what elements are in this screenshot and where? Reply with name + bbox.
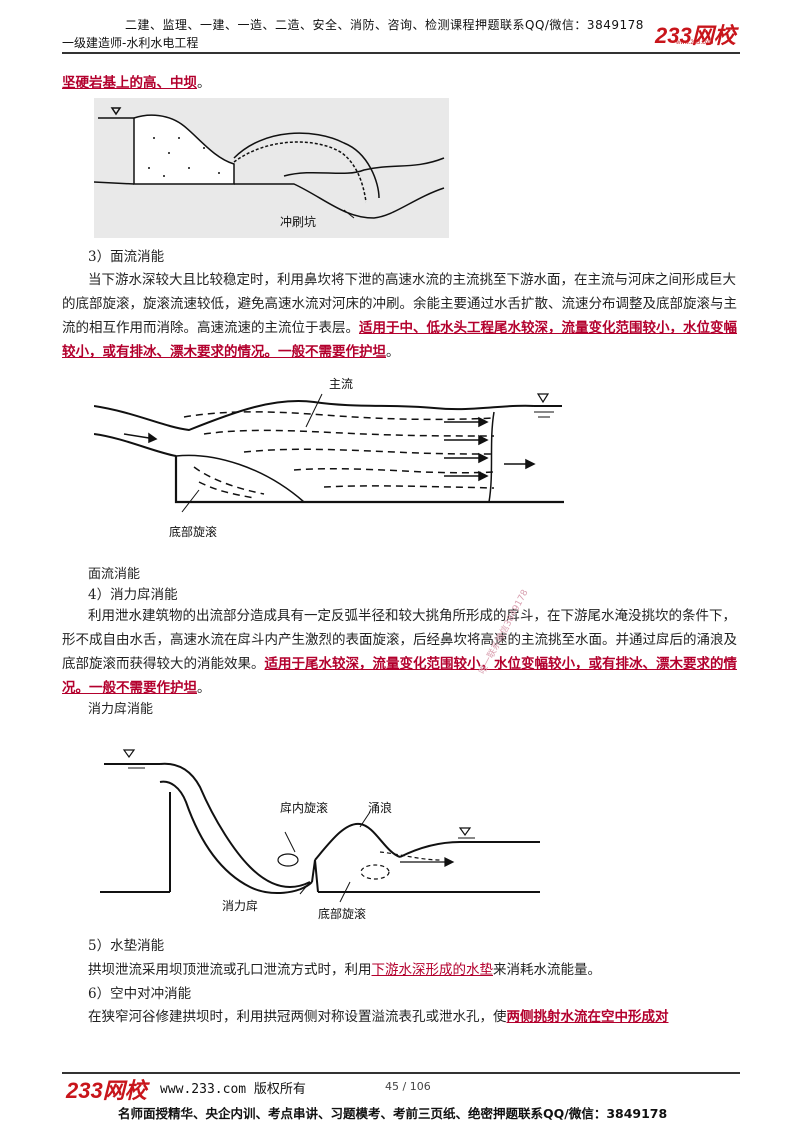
surface-flow-figure: 主流 底部旋滚 xyxy=(94,377,564,539)
header-subject: 一级建造师-水利水电工程 xyxy=(62,36,199,50)
sec6-highlight: 两侧挑射水流在空中形成对 xyxy=(506,1009,669,1025)
scour-label: 冲刷坑 xyxy=(280,214,316,229)
sec4-paragraph: 利用泄水建筑物的出流部分造成具有一定反弧半径和较大挑角所形成的戽斗，在下游尾水淹… xyxy=(62,608,737,696)
main-flow-label: 主流 xyxy=(329,377,353,391)
fig2-caption: 面流消能 xyxy=(88,567,141,582)
brand-logo: 233网校 xyxy=(655,23,736,48)
bottom-roller-label-2: 底部旋滚 xyxy=(318,906,366,921)
header-contact-line: 二建、监理、一建、一造、二造、安全、消防、咨询、检测课程押题联系QQ/微信：38… xyxy=(125,18,644,32)
ski-jump-figure: 冲刷坑 xyxy=(94,98,449,238)
sec6-heading: 6）空中对冲消能 xyxy=(88,986,192,1002)
sec3-highlight: 适用于中、低水头工程尾水较深，流量变化范围较小，水位变幅较小，或有排冰、漂木要求… xyxy=(62,320,737,360)
intro-line: 坚硬岩基上的高、中坝。 xyxy=(62,75,211,91)
sec3-paragraph: 当下游水深较大且比较稳定时，利用鼻坎将下泄的高速水流的主流挑至下游水面，在主流与… xyxy=(62,272,737,360)
brand-logo-url: www.233.com xyxy=(676,40,714,46)
roller-bucket-label: 消力戽 xyxy=(222,898,258,913)
surge-wave-label: 涌浪 xyxy=(368,800,392,815)
sec4-caption: 消力戽消能 xyxy=(88,702,154,717)
sec3-heading: 3）面流消能 xyxy=(88,249,165,265)
sec6-paragraph: 在狭窄河谷修建拱坝时，利用拱冠两侧对称设置溢流表孔或泄水孔，使两侧挑射水流在空中… xyxy=(88,1009,669,1025)
sec4-heading: 4）消力戽消能 xyxy=(88,587,178,603)
sec5-heading: 5）水垫消能 xyxy=(88,938,165,954)
sec5-paragraph: 拱坝泄流采用坝顶泄流或孔口泄流方式时，利用下游水深形成的水垫来消耗水流能量。 xyxy=(88,962,601,978)
footer-contact-line: 名师面授精华、央企内训、考点串讲、习题模考、考前三页纸、绝密押题联系QQ/微信：… xyxy=(118,1106,668,1121)
footer-logo: 233网校 xyxy=(66,1078,147,1103)
intro-highlight: 坚硬岩基上的高、中坝 xyxy=(62,75,197,91)
roller-bucket-figure: 戽内旋滚 涌浪 消力戽 底部旋滚 xyxy=(100,749,540,921)
bucket-swirl-label: 戽内旋滚 xyxy=(280,800,328,815)
sec4-highlight: 适用于尾水较深，流量变化范围较小，水位变幅较小，或有排冰、漂木要求的情况。一般不… xyxy=(62,656,737,696)
footer-rule xyxy=(62,1072,740,1074)
page-number: 45 / 106 xyxy=(385,1080,431,1093)
bottom-roller-label: 底部旋滚 xyxy=(169,524,217,539)
footer-site: www.233.com 版权所有 xyxy=(160,1082,306,1097)
header-rule xyxy=(62,52,740,54)
sec5-highlight: 下游水深形成的水垫 xyxy=(371,962,494,978)
